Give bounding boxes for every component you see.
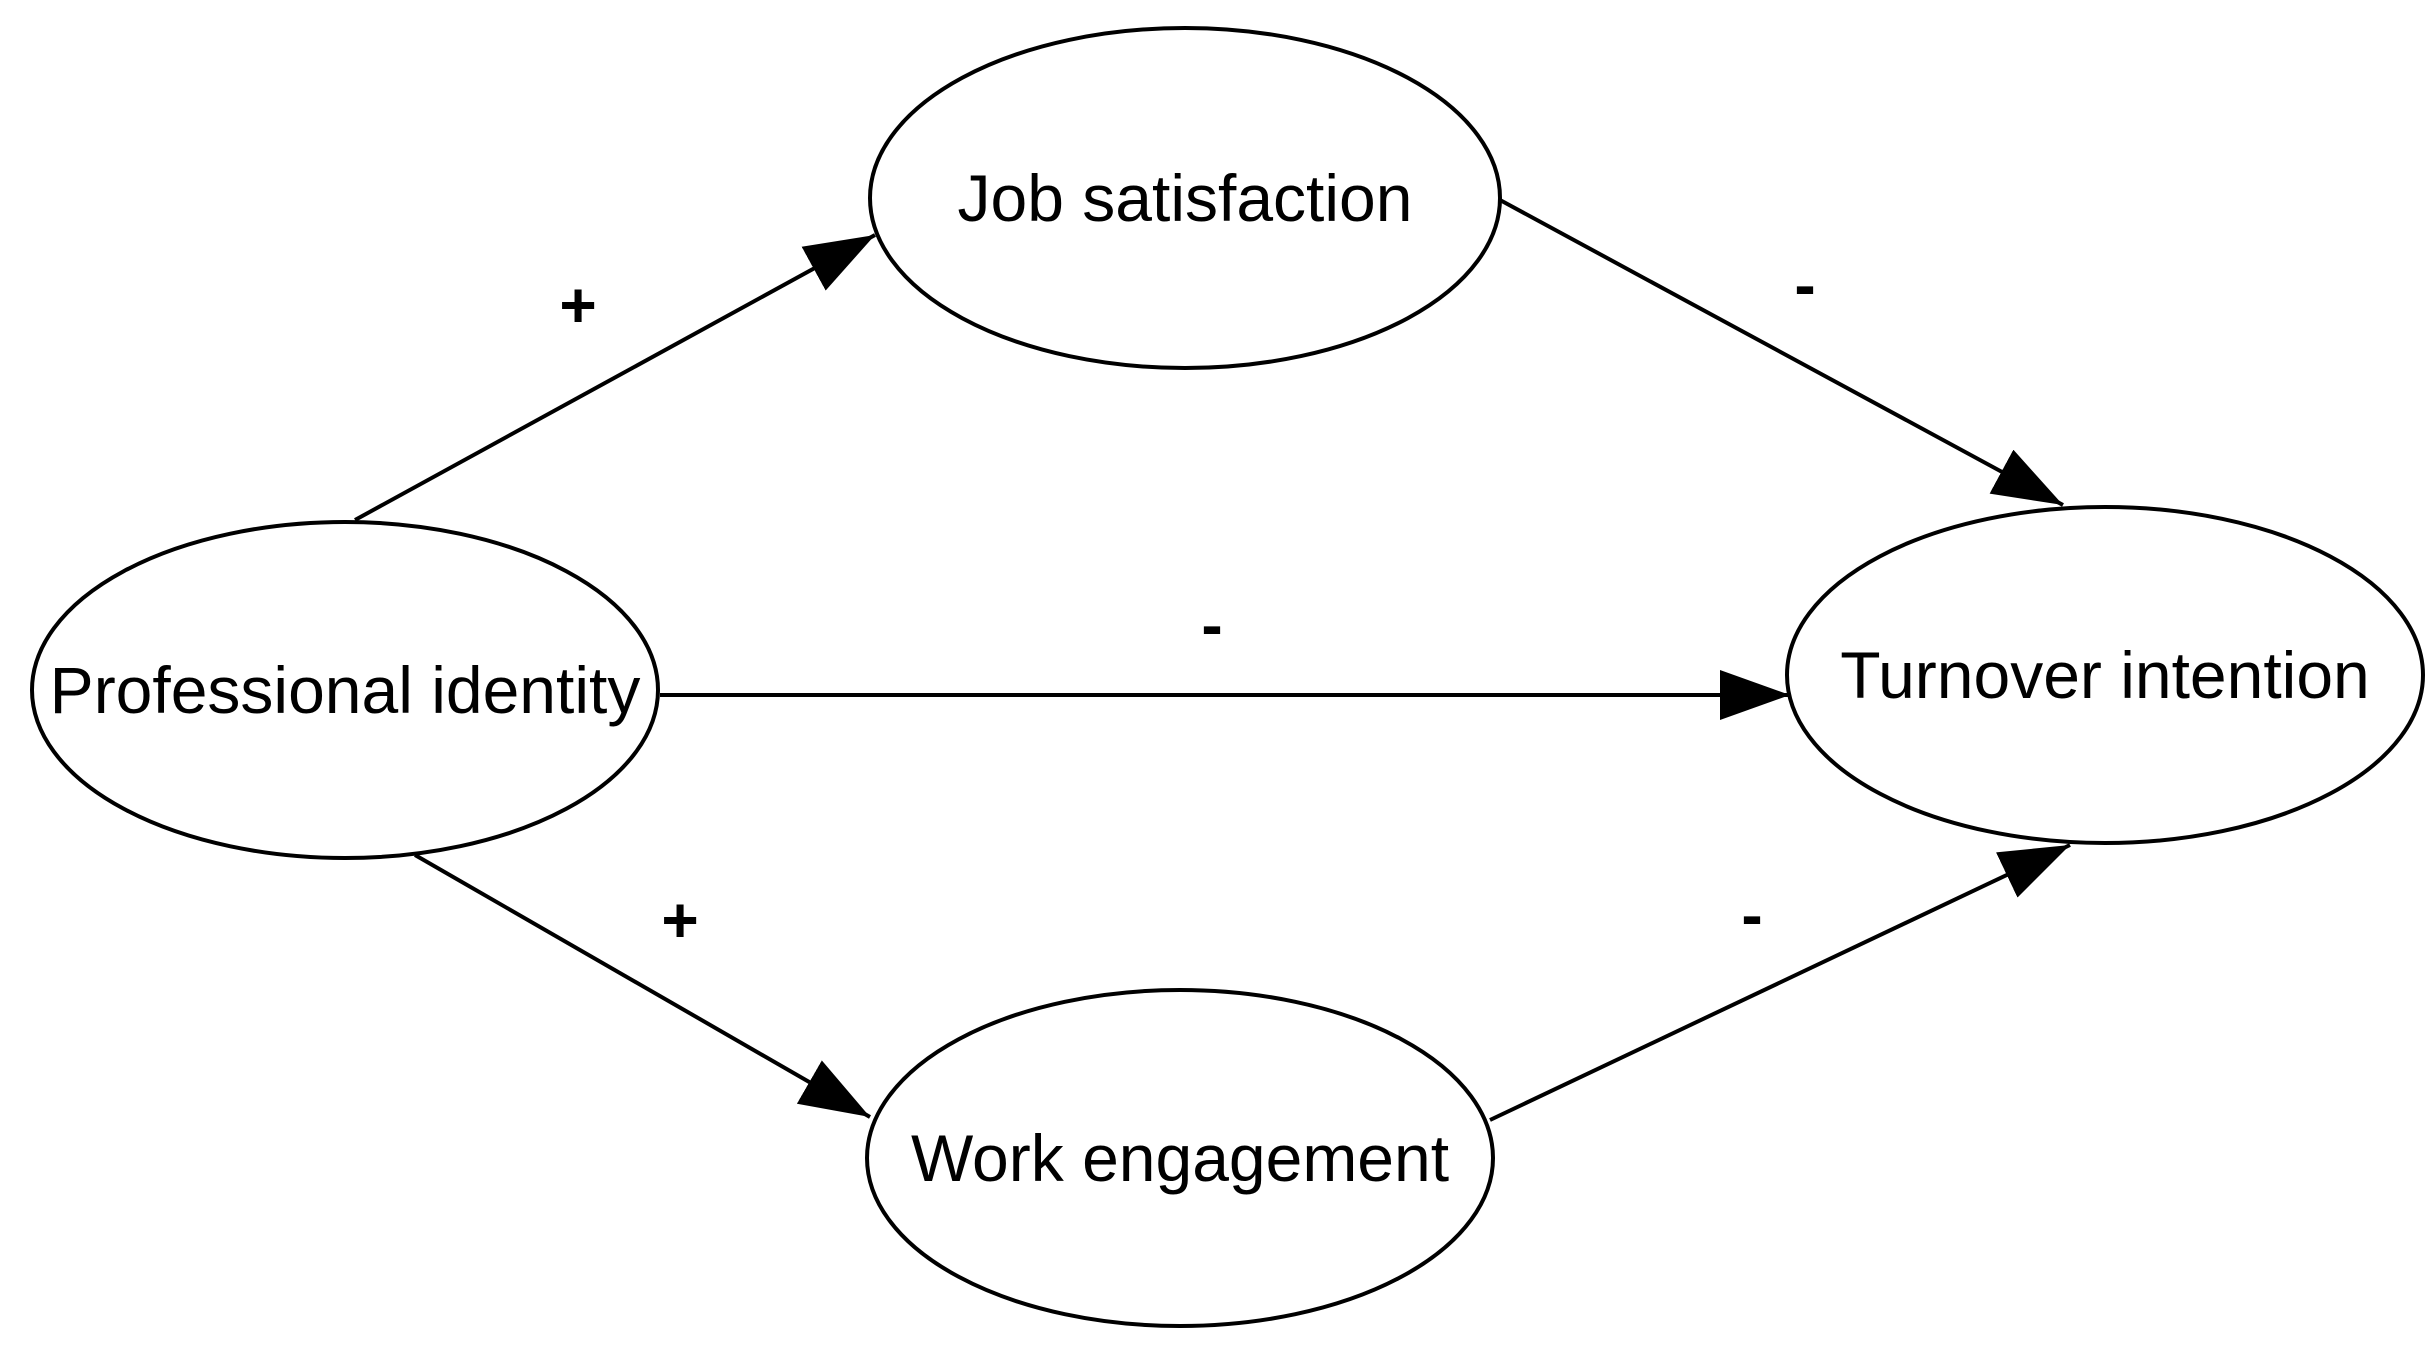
edge-identity-to-satisfaction-sign: + [559, 269, 596, 341]
node-professional-identity-label: Professional identity [50, 653, 641, 727]
node-work-engagement-label: Work engagement [911, 1121, 1449, 1195]
node-job-satisfaction-label: Job satisfaction [958, 161, 1413, 235]
edge-engagement-to-turnover-arrow [1489, 843, 2071, 1122]
node-work-engagement: Work engagement [865, 988, 1495, 1328]
edge-engagement-to-turnover-sign: - [1741, 879, 1762, 951]
node-turnover-intention-label: Turnover intention [1840, 638, 2370, 712]
edge-identity-to-turnover-sign: - [1201, 589, 1222, 661]
edge-identity-to-engagement-arrow [414, 853, 871, 1119]
edge-identity-to-engagement-sign: + [661, 884, 698, 956]
edge-satisfaction-to-turnover-sign: - [1794, 249, 1815, 321]
node-job-satisfaction: Job satisfaction [868, 26, 1502, 370]
edge-identity-to-satisfaction-arrow [354, 233, 876, 522]
edge-satisfaction-to-turnover-arrow [1499, 198, 2064, 507]
node-professional-identity: Professional identity [30, 520, 660, 860]
node-turnover-intention: Turnover intention [1785, 505, 2425, 845]
